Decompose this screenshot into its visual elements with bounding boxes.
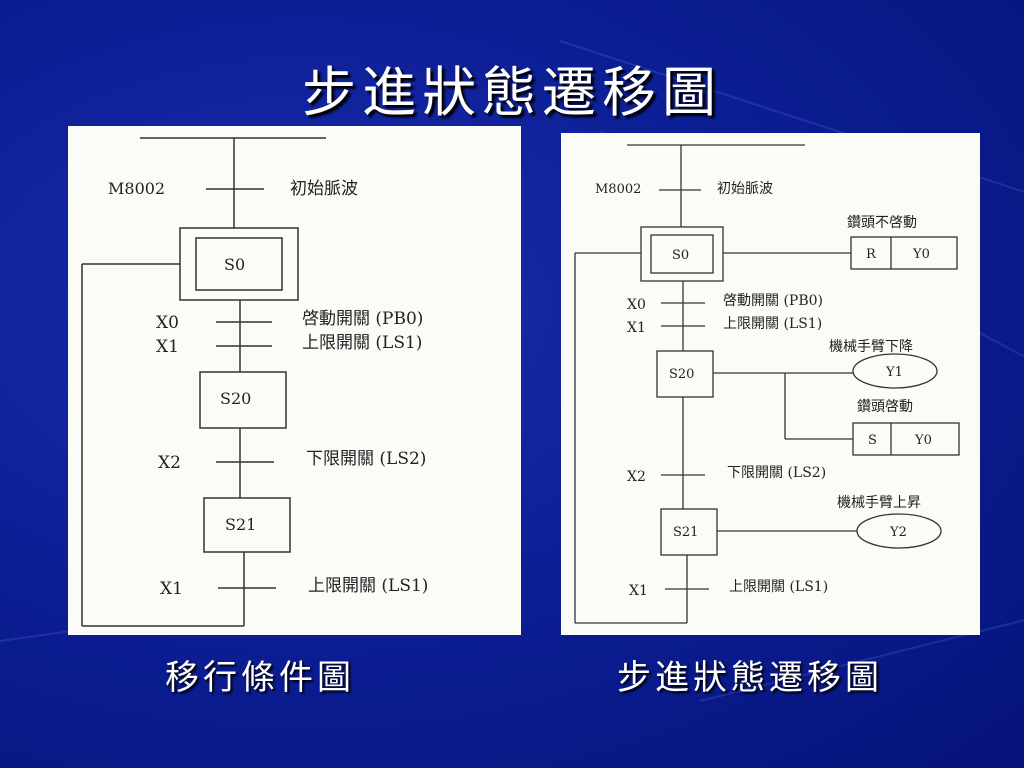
right-caption: 步進狀態遷移圖	[617, 658, 883, 698]
s21-action-note: 機械手臂上昇	[837, 495, 921, 511]
step-s20-label: S20	[220, 389, 251, 408]
step-s0-label: S0	[672, 248, 689, 263]
s0-action-output: Y0	[912, 247, 930, 262]
step-s0-label: S0	[224, 255, 245, 274]
init-desc-label: 初始脈波	[717, 180, 773, 197]
init-desc-label: 初始脈波	[290, 179, 358, 199]
step-s21-label: S21	[673, 525, 698, 540]
transition-contact-x1-return: X1	[629, 583, 648, 599]
s20-action-output-2: Y0	[914, 433, 932, 448]
s0-action-cmd: R	[866, 247, 877, 262]
init-contact-label: M8002	[595, 182, 641, 197]
s20-action-output-1: Y1	[885, 365, 903, 380]
transition-contact-x1: X1	[627, 320, 646, 336]
s20-action-note-1: 機械手臂下降	[829, 339, 913, 355]
transition-contact-x1: X1	[156, 337, 179, 357]
slide-title: 步進狀態遷移圖	[302, 61, 722, 124]
transition-desc-ls1-return: 上限開關 (LS1)	[308, 576, 428, 596]
transition-desc-ls2: 下限開關 (LS2)	[727, 465, 826, 481]
step-state-transition-diagram: M8002 初始脈波 S0 S20 S21 X0 啓動開關 (PB0) X1 上…	[561, 133, 980, 635]
transition-desc-ls1: 上限開關 (LS1)	[302, 333, 422, 353]
s20-action-cmd-2: S	[868, 433, 877, 448]
transition-contact-x0: X0	[627, 297, 646, 313]
step-s20-label: S20	[669, 367, 694, 382]
init-contact-label: M8002	[108, 179, 165, 198]
step-s21-label: S21	[225, 515, 256, 534]
transition-desc-ls2: 下限開關 (LS2)	[306, 449, 426, 469]
left-diagram-svg: M8002 初始脈波 S0 S20 S21 X0 啓動開關 (PB0) X1 上…	[81, 137, 428, 627]
s0-action-note: 鑽頭不啓動	[847, 215, 917, 231]
transition-contact-x2: X2	[627, 469, 646, 485]
transition-desc-pb0: 啓動開關 (PB0)	[302, 309, 423, 329]
transition-desc-ls1: 上限開關 (LS1)	[723, 316, 822, 332]
transition-contact-x0: X0	[156, 313, 179, 333]
left-caption: 移行條件圖	[165, 658, 355, 698]
transition-contact-x1-return: X1	[160, 579, 183, 599]
transition-desc-pb0: 啓動開關 (PB0)	[723, 293, 823, 309]
transition-contact-x2: X2	[158, 453, 181, 473]
transition-condition-diagram: M8002 初始脈波 S0 S20 S21 X0 啓動開關 (PB0) X1 上…	[68, 126, 521, 635]
right-diagram-svg: M8002 初始脈波 S0 S20 S21 X0 啓動開關 (PB0) X1 上…	[574, 144, 960, 624]
s20-action-note-2: 鑽頭啓動	[857, 399, 913, 415]
transition-desc-ls1-return: 上限開關 (LS1)	[729, 579, 828, 595]
s21-action-output: Y2	[889, 525, 907, 540]
